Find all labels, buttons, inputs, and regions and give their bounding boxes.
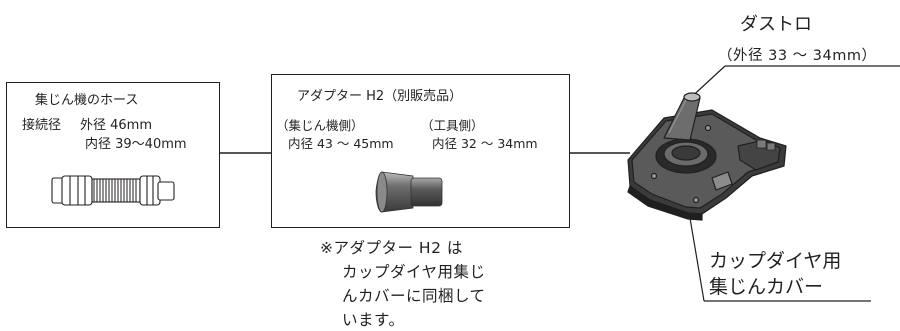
hose-outer-diameter: 外径 46mm — [80, 118, 153, 133]
note-line-1: ※アダプター H2 は — [320, 239, 463, 257]
adapter-title: アダプター H2（別販売品） — [297, 89, 463, 104]
cover-label-line-1: カップダイヤ用 — [709, 250, 842, 272]
hose-connection-label: 接続径 — [22, 118, 62, 133]
cover-label-line-2: 集じんカバー — [709, 276, 824, 298]
hose-box — [6, 82, 220, 228]
note-line-3: んカバーに同梱して — [342, 287, 486, 305]
adapter-right-diameter: 内径 32 ～ 34mm — [432, 136, 538, 151]
hose-end-right — [157, 181, 175, 201]
hose-inner-diameter: 内径 39～40mm — [85, 137, 187, 152]
dust-port-mouth — [683, 92, 701, 102]
note-line-2: カップダイヤ用集じ — [342, 263, 486, 281]
dust-port-size: （外径 33 ～ 34mm） — [718, 48, 877, 64]
hose-title: 集じん機のホース — [35, 93, 139, 108]
note-line-4: います。 — [342, 311, 405, 329]
cover-leader — [689, 217, 705, 302]
cover-front-edge — [627, 185, 703, 221]
adapter-left-heading: （集じん機側） — [276, 118, 364, 133]
adapter-right-heading: （工具側） — [421, 118, 484, 133]
dust-port-label: ダストロ — [740, 14, 812, 35]
cover-clip — [711, 171, 733, 191]
hose-corrugation — [93, 179, 137, 202]
adapter-left-diameter: 内径 43 ～ 45mm — [288, 136, 394, 151]
adapter-large-end-face — [376, 171, 388, 213]
adapter-small-end — [410, 177, 443, 207]
